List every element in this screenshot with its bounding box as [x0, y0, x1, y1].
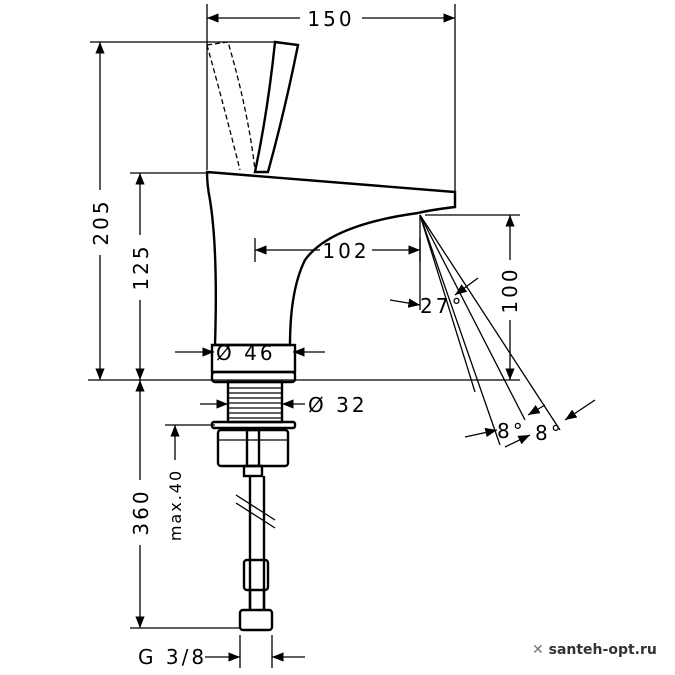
dim-diameter-32: Ø 32	[308, 393, 368, 417]
dim-150: 150	[307, 7, 354, 31]
lever	[253, 40, 300, 174]
dim-g-3-8: G 3/8	[138, 645, 207, 669]
faucet-body	[205, 40, 457, 384]
dimension-lines	[95, 13, 596, 668]
dim-360: 360	[129, 488, 153, 535]
cross-icon: ✕	[532, 642, 544, 658]
dim-102: 102	[322, 239, 369, 263]
shank	[210, 380, 297, 632]
watermark-text: santeh-opt.ru	[548, 642, 657, 658]
dim-max-40: max.40	[166, 469, 185, 541]
dim-100: 100	[498, 266, 522, 313]
dim-diameter-46: Ø 46	[216, 341, 276, 365]
dim-205: 205	[89, 198, 113, 245]
dim-8-deg-a: 8°	[497, 419, 526, 443]
dim-8-deg-b: 8°	[535, 421, 564, 445]
dim-27-deg: 27°	[420, 294, 464, 318]
extension-lines	[88, 4, 520, 381]
dim-125: 125	[129, 243, 153, 290]
spray-lines	[419, 214, 561, 446]
watermark: ✕ santeh-opt.ru	[532, 642, 657, 658]
